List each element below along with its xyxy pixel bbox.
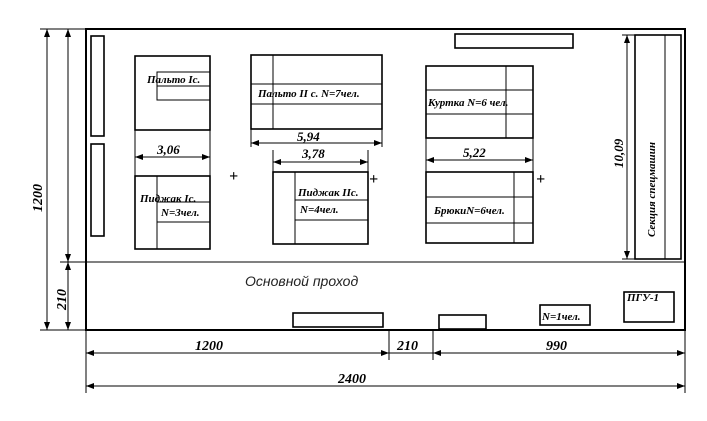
plus-marker-1: +	[229, 168, 238, 185]
dimension-bottom-990-label: 990	[546, 339, 567, 354]
dimension-1009-label: 10,09	[611, 138, 626, 168]
dimension-522: 5,22	[425, 138, 534, 172]
plus-marker-2: +	[369, 171, 378, 188]
main-aisle-label: Основной проход	[245, 273, 358, 289]
plus-marker-3: +	[536, 171, 545, 188]
room-walls	[85, 28, 686, 331]
station-coat-2: Пальто II с. N=7чел.	[250, 54, 383, 130]
dimension-594: 5,94	[250, 129, 383, 147]
dimension-378: 3,78	[272, 146, 369, 172]
dimension-total-2400-label: 2400	[337, 372, 366, 387]
station-blazer-2-count: N=4чел.	[299, 204, 339, 216]
dimension-left-210-label: 210	[55, 289, 70, 311]
ptu-unit: ПГУ-1	[623, 291, 675, 323]
station-blazer-1-label: Пиджак Iс.	[139, 193, 196, 205]
left-wall-rack-bottom	[90, 143, 105, 237]
station-coat-2-label: Пальто II с. N=7чел.	[257, 88, 360, 100]
station-coat-1: Пальто Iс.	[134, 55, 211, 131]
dimension-306: 3,06	[134, 130, 211, 176]
special-machines-section-label: Секция спецмашин	[646, 142, 658, 237]
bottom-wall-rack-left	[292, 312, 384, 328]
dimension-left-1200: 1200	[31, 28, 86, 262]
worker-station-label: N=1чел.	[541, 311, 581, 323]
station-jacket-label: Куртка N=6 чел.	[427, 97, 508, 109]
dimension-378-label: 3,78	[301, 146, 325, 161]
station-trousers: БрюкиN=6чел.	[425, 171, 534, 244]
station-blazer-2-label: Пиджак IIс.	[297, 187, 358, 199]
top-wall-rack	[454, 33, 574, 49]
dimension-left-210: 210	[55, 261, 86, 330]
worker-station: N=1чел.	[539, 304, 591, 326]
dimension-bottom-row	[85, 330, 686, 393]
dimension-594-label: 5,94	[297, 129, 320, 144]
dimension-bottom-210-label: 210	[396, 339, 418, 354]
dimension-total-2400: 2400	[86, 372, 685, 389]
dimension-left-total	[40, 29, 86, 331]
dimension-522-label: 5,22	[463, 145, 486, 160]
station-jacket: Куртка N=6 чел.	[425, 65, 534, 139]
station-blazer-2: Пиджак IIс. N=4чел.	[272, 171, 369, 245]
station-blazer-1: Пиджак Iс. N=3чел.	[134, 175, 211, 250]
station-coat-1-label: Пальто Iс.	[146, 74, 200, 86]
dimension-bottom-1200-label: 1200	[195, 339, 223, 354]
special-machines-section: Секция спецмашин	[634, 34, 682, 260]
station-blazer-1-count: N=3чел.	[160, 207, 200, 219]
bottom-wall-rack-right	[438, 314, 487, 330]
station-trousers-label: БрюкиN=6чел.	[433, 205, 505, 217]
dimension-1009: 10,09	[611, 34, 635, 260]
dimension-left-1200-label: 1200	[31, 184, 46, 212]
ptu-unit-label: ПГУ-1	[626, 292, 659, 304]
left-wall-rack-top	[90, 35, 105, 137]
dimension-306-label: 3,06	[156, 142, 180, 157]
